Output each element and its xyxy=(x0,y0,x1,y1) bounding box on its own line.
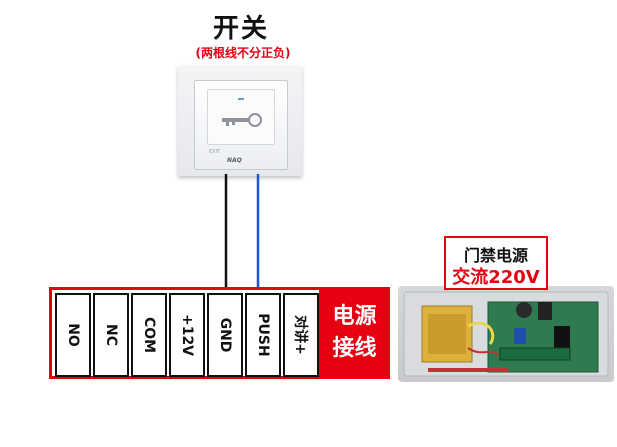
terminal-label: PUSH xyxy=(255,313,271,357)
terminal-label: GND xyxy=(217,317,233,353)
power-wiring-label: 电源 接线 xyxy=(319,288,390,377)
switch-note: (两根线不分正负) xyxy=(195,46,291,60)
terminal-label: NO xyxy=(65,323,81,347)
terminal-label: +12V xyxy=(179,313,195,357)
power-label-line2: 接线 xyxy=(332,335,377,361)
terminal-label: COM xyxy=(141,316,157,354)
terminal-gnd: GND xyxy=(207,293,243,377)
brand-logo: NAQ xyxy=(227,157,242,164)
switch-title: 开关 xyxy=(212,14,269,44)
power-board-illustration xyxy=(403,291,609,377)
exit-switch-photo: EXIT NAQ xyxy=(178,66,302,176)
exit-label: EXIT xyxy=(209,149,221,155)
power-supply-board-photo xyxy=(398,286,614,382)
key-icon xyxy=(222,98,262,127)
terminal-label: 对讲+ xyxy=(292,315,308,355)
terminal-label: NC xyxy=(103,324,119,346)
terminal-nc: NC xyxy=(93,293,129,377)
terminal-12v: +12V xyxy=(169,293,205,377)
ac-label-line2: 交流220V xyxy=(452,267,540,288)
terminal-no: NO xyxy=(55,293,91,377)
terminal-com: COM xyxy=(131,293,167,377)
terminal-push: PUSH xyxy=(245,293,281,377)
terminal-intercom: 对讲+ xyxy=(283,293,319,377)
switch-button xyxy=(207,89,275,145)
ac-label-line1: 门禁电源 xyxy=(463,246,528,265)
power-label-line1: 电源 xyxy=(332,303,377,329)
switch-plate: EXIT NAQ xyxy=(194,80,288,170)
ac-power-label: 门禁电源 交流220V xyxy=(444,236,548,290)
